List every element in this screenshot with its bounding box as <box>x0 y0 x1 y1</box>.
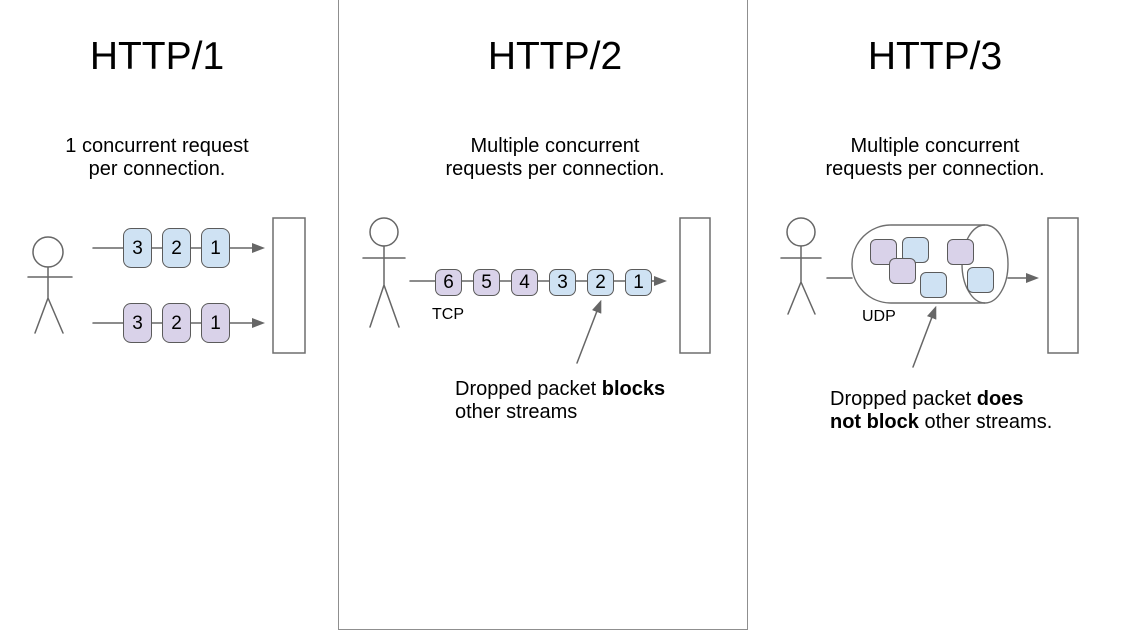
packet <box>902 237 929 263</box>
packet <box>947 239 974 265</box>
http1-subtitle: 1 concurrent request per connection. <box>0 135 326 180</box>
packet: 1 <box>625 269 652 296</box>
packet: 1 <box>201 303 230 343</box>
packet: 1 <box>201 228 230 268</box>
http3-dropped-packet-pointer-arrow <box>912 305 937 368</box>
packet-number: 4 <box>519 272 530 293</box>
http2-caption-line2: other streams <box>455 401 578 423</box>
http2-dropped-packet-pointer-arrow <box>576 299 602 364</box>
packet-number: 3 <box>132 237 143 259</box>
http3-caption-bold1: does <box>976 388 1024 410</box>
http3-title: HTTP/3 <box>867 35 1003 78</box>
packet: 2 <box>162 228 191 268</box>
packet <box>920 272 947 298</box>
packet-number: 1 <box>210 237 221 259</box>
packet-number: 1 <box>633 272 644 293</box>
http3-subtitle-line1: Multiple concurrent <box>850 135 1020 157</box>
http3-udp-tube-icon <box>851 224 1009 304</box>
http2-subtitle-line2: requests per connection. <box>445 157 665 180</box>
packet <box>967 267 994 293</box>
http3-caption-line2: other streams. <box>918 411 1053 433</box>
packet-number: 1 <box>210 312 221 334</box>
http2-title: HTTP/2 <box>487 35 623 78</box>
packet: 3 <box>549 269 576 296</box>
http2-subtitle-line1: Multiple concurrent <box>470 135 640 157</box>
packet: 2 <box>162 303 191 343</box>
packet-number: 2 <box>171 237 182 259</box>
http3-caption-text: Dropped packet <box>830 388 977 410</box>
packet <box>889 258 916 284</box>
http1-subtitle-line1: 1 concurrent request <box>65 135 249 157</box>
packet: 3 <box>123 228 152 268</box>
http3-stick-figure-icon <box>780 217 822 315</box>
http2-protocol-label: TCP <box>432 306 464 323</box>
http1-title: HTTP/1 <box>89 35 225 78</box>
http2-caption-bold: blocks <box>601 378 666 400</box>
packet-number: 3 <box>132 312 143 334</box>
http3-server-icon <box>1047 217 1079 354</box>
http3-subtitle-line2: requests per connection. <box>825 157 1045 180</box>
http3-caption-bold2: not block <box>830 411 919 433</box>
http2-server-icon <box>679 217 711 354</box>
http2-subtitle: Multiple concurrent requests per connect… <box>350 135 760 180</box>
http2-caption-text: Dropped packet <box>455 378 602 400</box>
http1-server-icon <box>272 217 306 354</box>
http3-protocol-label: UDP <box>862 308 896 325</box>
http3-subtitle: Multiple concurrent requests per connect… <box>748 135 1122 180</box>
packet: 6 <box>435 269 462 296</box>
http2-stick-figure-icon <box>362 217 406 328</box>
packet-number: 5 <box>481 272 492 293</box>
packet-number: 3 <box>557 272 568 293</box>
http2-caption: Dropped packet blocks other streams <box>455 378 695 424</box>
packet: 3 <box>123 303 152 343</box>
http1-subtitle-line2: per connection. <box>88 157 226 180</box>
packet: 5 <box>473 269 500 296</box>
http1-stick-figure-icon <box>27 236 73 334</box>
http3-caption: Dropped packet does not block other stre… <box>830 388 1080 434</box>
packet-number: 2 <box>595 272 606 293</box>
packet-number: 2 <box>171 312 182 334</box>
packet: 4 <box>511 269 538 296</box>
packet: 2 <box>587 269 614 296</box>
packet-number: 6 <box>443 272 454 293</box>
